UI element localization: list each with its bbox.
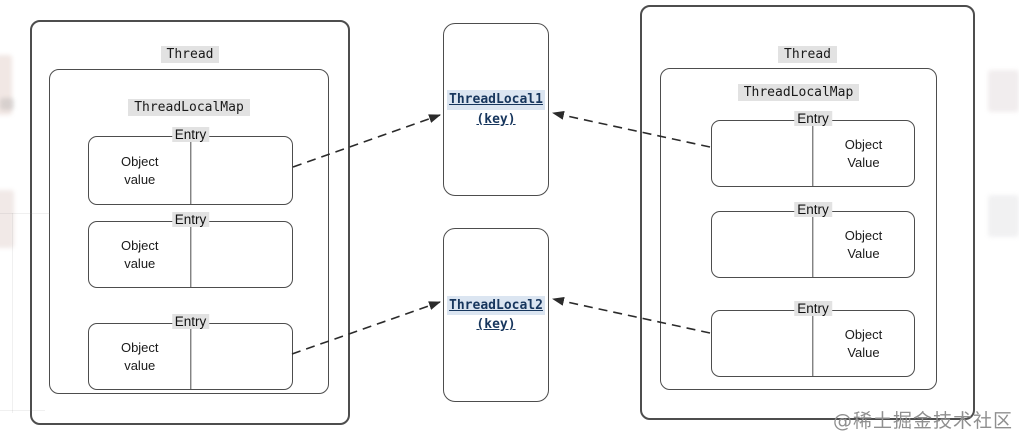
entry-value-line: value [124, 171, 156, 187]
right-entry-2-value: Object Value [813, 212, 914, 277]
ghost-box-edge [12, 213, 13, 413]
entry-divider [189, 324, 192, 389]
entry-value-line: Value [847, 245, 880, 261]
left-entry-2-value: Object value [89, 222, 191, 287]
left-thread-title: Thread [160, 46, 220, 63]
watermark-artifact [988, 195, 1019, 237]
watermark-artifact [0, 55, 12, 115]
right-entry-3-label: Entry [794, 301, 832, 316]
left-thread-title-row: Thread [32, 45, 348, 63]
right-thread-title: Thread [778, 46, 837, 63]
left-entry-1-label: Entry [171, 127, 210, 142]
entry-value-line: Value [847, 154, 880, 170]
right-entry-2: Entry Object Value [711, 202, 915, 278]
right-entry-1-label: Entry [794, 111, 832, 126]
entry-divider [812, 212, 814, 277]
threadlocal1-key-label: (key) [476, 111, 516, 127]
watermark-text: @稀土掘金技术社区 [832, 410, 1013, 432]
right-map-title: ThreadLocalMap [737, 84, 860, 101]
entry-value-line: Object [120, 339, 159, 355]
left-entry-3: Entry Object value [88, 314, 293, 390]
right-entry-1: Entry Object Value [711, 111, 915, 187]
right-thread-box: Thread ThreadLocalMap Entry Object Value… [640, 5, 975, 420]
threadlocal2-name: ThreadLocal2 [447, 295, 545, 315]
right-map-title-row: ThreadLocalMap [661, 83, 936, 101]
threadlocal2-box: ThreadLocal2 (key) [443, 228, 549, 402]
right-entry-1-value: Object Value [813, 121, 914, 186]
threadlocal2-key-label: (key) [476, 317, 516, 332]
entry-value-line: Object [120, 237, 159, 253]
left-entry-1: Entry Object value [88, 127, 293, 205]
left-entry-2-label: Entry [171, 212, 210, 227]
left-entry-2: Entry Object value [88, 212, 293, 288]
threadlocal1-name: ThreadLocal1 [447, 90, 545, 110]
left-entry-3-value: Object value [89, 324, 191, 389]
entry-value-line: Object [844, 227, 883, 243]
entry-divider [189, 222, 192, 287]
entry-value-line: Object [844, 136, 883, 152]
entry-divider [189, 137, 192, 204]
watermark-artifact [0, 190, 14, 248]
right-thread-title-row: Thread [642, 45, 973, 63]
left-map-title-row: ThreadLocalMap [50, 98, 328, 116]
entry-value-line: value [124, 357, 156, 373]
right-entry-2-label: Entry [794, 202, 832, 217]
entry-value-line: value [124, 255, 156, 271]
left-thread-box: Thread ThreadLocalMap Entry Object value… [30, 20, 350, 425]
left-map-title: ThreadLocalMap [128, 99, 250, 116]
threadlocal1-box: ThreadLocal1 (key) [443, 23, 549, 196]
right-threadlocalmap-box: ThreadLocalMap Entry Object Value Entry … [660, 68, 937, 390]
watermark-artifact [988, 70, 1019, 112]
entry-divider [812, 311, 814, 376]
left-entry-1-value: Object value [89, 137, 191, 204]
entry-divider [812, 121, 814, 186]
right-entry-3-value: Object Value [813, 311, 914, 376]
entry-value-line: Value [847, 344, 880, 360]
left-entry-3-label: Entry [171, 314, 210, 329]
entry-value-line: Object [120, 153, 159, 169]
right-entry-3: Entry Object Value [711, 301, 915, 377]
left-threadlocalmap-box: ThreadLocalMap Entry Object value Entry … [49, 69, 329, 394]
entry-value-line: Object [844, 326, 883, 342]
watermark-artifact [0, 98, 14, 110]
